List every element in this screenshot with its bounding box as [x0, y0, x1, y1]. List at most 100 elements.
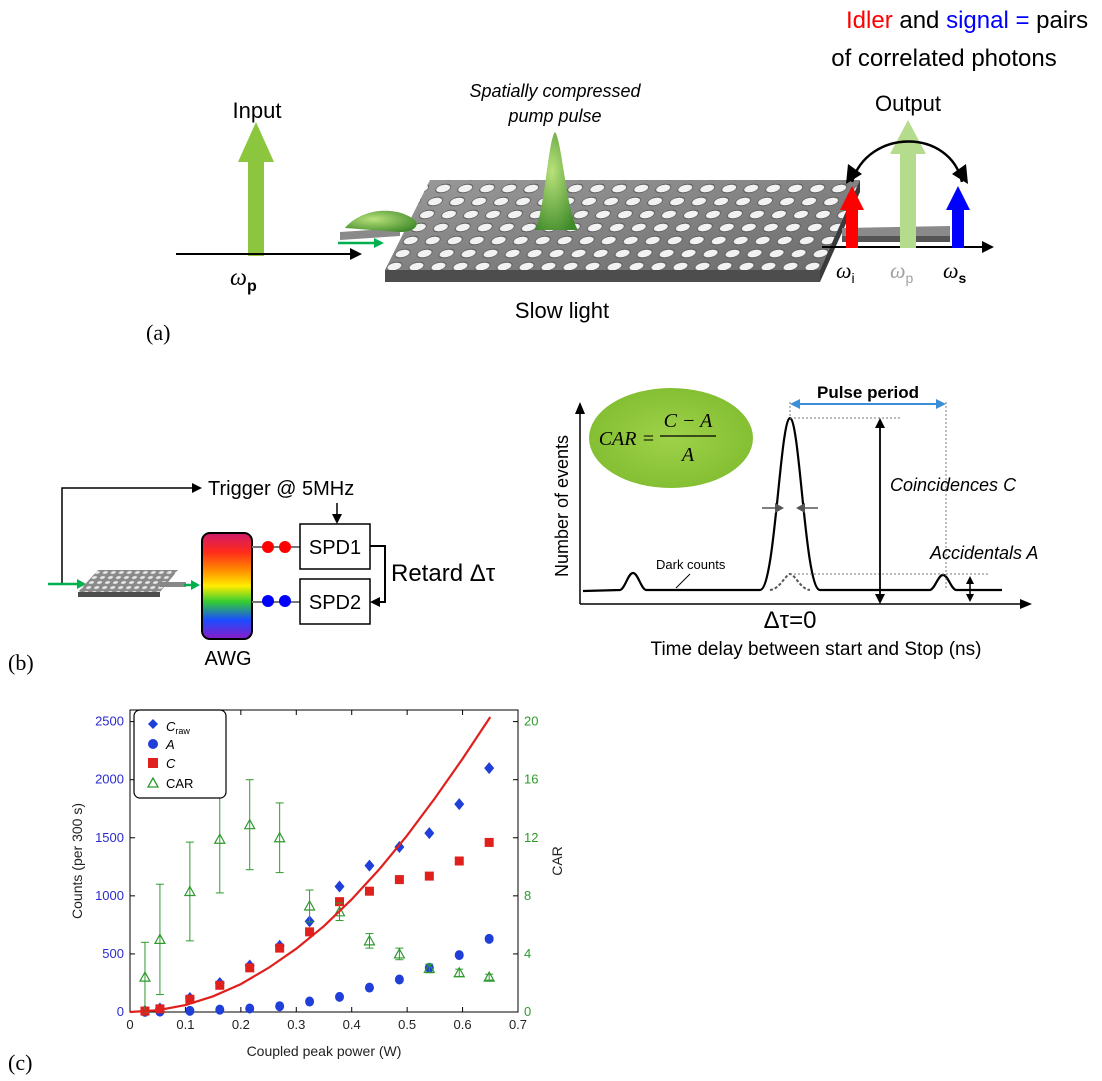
c-point [424, 871, 434, 881]
y2-tick-label: 20 [524, 714, 538, 729]
c-point [335, 897, 345, 907]
a-point [454, 950, 464, 961]
c-raw-point [424, 827, 435, 840]
legend-a: A [165, 737, 175, 752]
legend-triangle-marker [146, 776, 160, 788]
car-point [183, 885, 196, 897]
legend-circle-marker [148, 739, 158, 749]
car-point [393, 947, 406, 959]
c-point [185, 994, 195, 1004]
accidentals-label: Accidentals A [929, 543, 1038, 563]
spd1-box [299, 523, 371, 570]
a-point [185, 1005, 195, 1016]
y-tick-label: 500 [102, 946, 124, 961]
legend-square-marker [148, 758, 158, 768]
small-photonic-crystal [78, 570, 186, 597]
a-point [245, 1003, 255, 1014]
x-tick-label: 0.1 [176, 1017, 194, 1032]
awg-block [201, 532, 253, 640]
pump-output-arrow [890, 120, 926, 248]
c-raw-point [334, 880, 345, 893]
c-point [305, 927, 315, 937]
plot-frame [129, 709, 519, 1013]
spd2-label: SPD2 [309, 592, 361, 614]
y-tick-label: 1500 [95, 830, 124, 845]
conversion-curve-arrow [850, 140, 964, 183]
histogram-y-label: Number of events [552, 435, 572, 577]
omega-s-label: ωs [943, 258, 967, 286]
output-label: Output [875, 91, 941, 116]
retard-line [370, 545, 386, 603]
panel-a-label: (a) [146, 320, 171, 345]
a-point [275, 1001, 285, 1012]
y2-axis-label: CAR [549, 846, 565, 876]
legend-c: C [166, 756, 176, 771]
c-raw-point [454, 798, 465, 811]
spd2-box [299, 578, 371, 625]
y2-tick-label: 8 [524, 888, 531, 903]
omega-i-label: ωi [836, 258, 855, 286]
signal-photon [262, 595, 274, 607]
slow-light-label: Slow light [515, 298, 609, 323]
car-numerator: C − A [664, 410, 713, 432]
spd1-label: SPD1 [309, 537, 361, 559]
idler-signal-title-line1: Idler and signal = pairs [846, 7, 1088, 34]
y-tick-label: 2000 [95, 772, 124, 787]
a-point [215, 1004, 225, 1015]
panel-c-label: (c) [8, 1050, 33, 1075]
car-point [423, 962, 436, 974]
idler-photon [279, 541, 291, 553]
panel-b-diagram: Trigger @ 5MHz AWG SPD1 SPD2 Retard [48, 383, 1038, 670]
legend-c-raw: Craw [166, 719, 190, 736]
idler-photon [262, 541, 274, 553]
c-raw-point [484, 762, 495, 775]
x-tick-label: 0 [126, 1017, 133, 1032]
c-point [454, 856, 464, 866]
y-tick-label: 0 [117, 1004, 124, 1019]
fit-curve [129, 716, 492, 1014]
c-point [394, 875, 404, 885]
c-point [364, 886, 374, 896]
x-tick-label: 0.2 [232, 1017, 250, 1032]
y2-tick-label: 16 [524, 772, 538, 787]
y-axis-label: Counts (per 300 s) [69, 803, 85, 919]
panel-a-diagram: Input ωp Spatially compressed pump pulse… [176, 7, 1088, 323]
coincidences-label: Coincidences C [890, 475, 1017, 495]
c-raw-point [364, 859, 375, 872]
x-tick-label: 0.5 [398, 1017, 416, 1032]
car-denominator: A [680, 444, 695, 466]
car-point [243, 818, 256, 830]
y-tick-label: 2500 [95, 714, 124, 729]
accidentals-dotted-curve [769, 572, 811, 591]
signal-arrow [946, 186, 970, 248]
delta-tau-label: Δτ=0 [764, 607, 817, 634]
pump-caption-line1: Spatially compressed [469, 81, 641, 101]
car-lhs: CAR = [599, 428, 655, 450]
y2-tick-label: 4 [524, 946, 531, 961]
car-point [333, 905, 346, 917]
car-point [453, 966, 466, 978]
trigger-label: Trigger @ 5MHz [208, 478, 354, 500]
car-point [303, 899, 316, 911]
idler-arrow [840, 186, 864, 248]
car-point [213, 832, 226, 844]
signal-photon [279, 595, 291, 607]
x-tick-label: 0.4 [343, 1017, 361, 1032]
pulse-period-label: Pulse period [817, 383, 919, 402]
c-point [245, 963, 255, 973]
car-point [153, 933, 166, 945]
omega-p-label: ωp [230, 265, 257, 295]
car-point [273, 831, 286, 843]
y2-tick-label: 12 [524, 830, 538, 845]
x-axis-label: Coupled peak power (W) [247, 1043, 402, 1059]
histogram-x-label: Time delay between start and Stop (ns) [651, 639, 982, 660]
panel-b-label: (b) [8, 650, 34, 675]
c-point [484, 837, 494, 847]
retard-label: Retard Δτ [391, 560, 496, 587]
x-tick-label: 0.3 [287, 1017, 305, 1032]
pump-caption-line2: pump pulse [507, 106, 601, 126]
y-tick-label: 1000 [95, 888, 124, 903]
a-point [335, 991, 345, 1002]
input-pump-pulse [345, 210, 417, 232]
